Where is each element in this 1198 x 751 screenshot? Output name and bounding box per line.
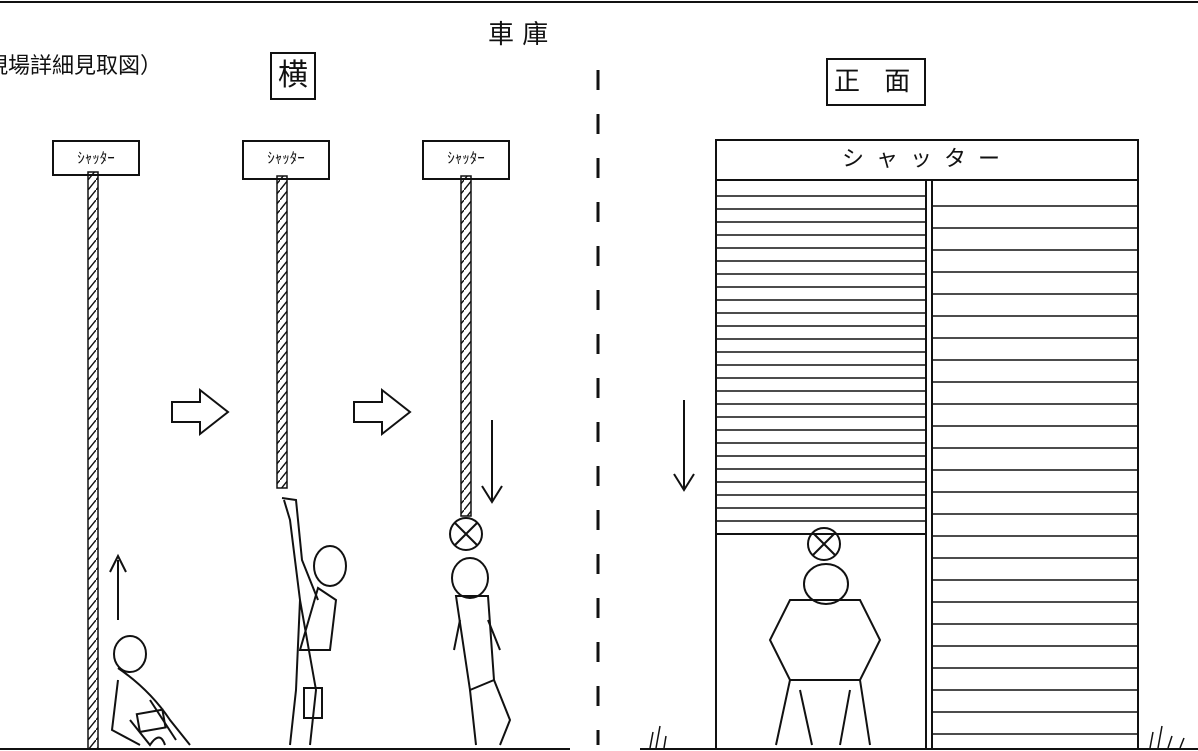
panel-2 xyxy=(276,175,412,746)
panel-3 xyxy=(449,175,512,746)
shutter-column-2 xyxy=(276,175,288,489)
arrow-down-icon-front xyxy=(673,473,695,492)
shutter-column-3 xyxy=(460,175,472,517)
next-arrow-icon-2 xyxy=(353,387,412,437)
shutter-slats-right xyxy=(932,205,1138,735)
grass-right xyxy=(1149,725,1185,749)
arrow-down-icon xyxy=(481,485,503,504)
shutter-column-1 xyxy=(87,171,99,750)
grass-left xyxy=(649,725,667,749)
reaching-person-icon xyxy=(281,497,347,746)
front-view-heading: 正 面 xyxy=(826,58,927,106)
struck-person-icon xyxy=(449,517,512,746)
front-view xyxy=(649,139,1185,750)
arrow-up-icon xyxy=(109,553,127,573)
location-label: 車 庫 xyxy=(488,20,549,50)
shutter-label-front: シャッター xyxy=(841,147,1012,172)
shutter-label-1: ｼｬｯﾀｰ xyxy=(52,140,140,176)
person-under-shutter-icon xyxy=(768,527,882,746)
next-arrow-icon xyxy=(171,387,230,437)
panel-1 xyxy=(87,171,230,750)
shutter-slats-left xyxy=(716,195,926,522)
crouching-person-icon xyxy=(110,635,191,747)
side-view-heading: 横 xyxy=(270,52,316,100)
caption-text: 現場詳細見取図） xyxy=(0,54,163,79)
